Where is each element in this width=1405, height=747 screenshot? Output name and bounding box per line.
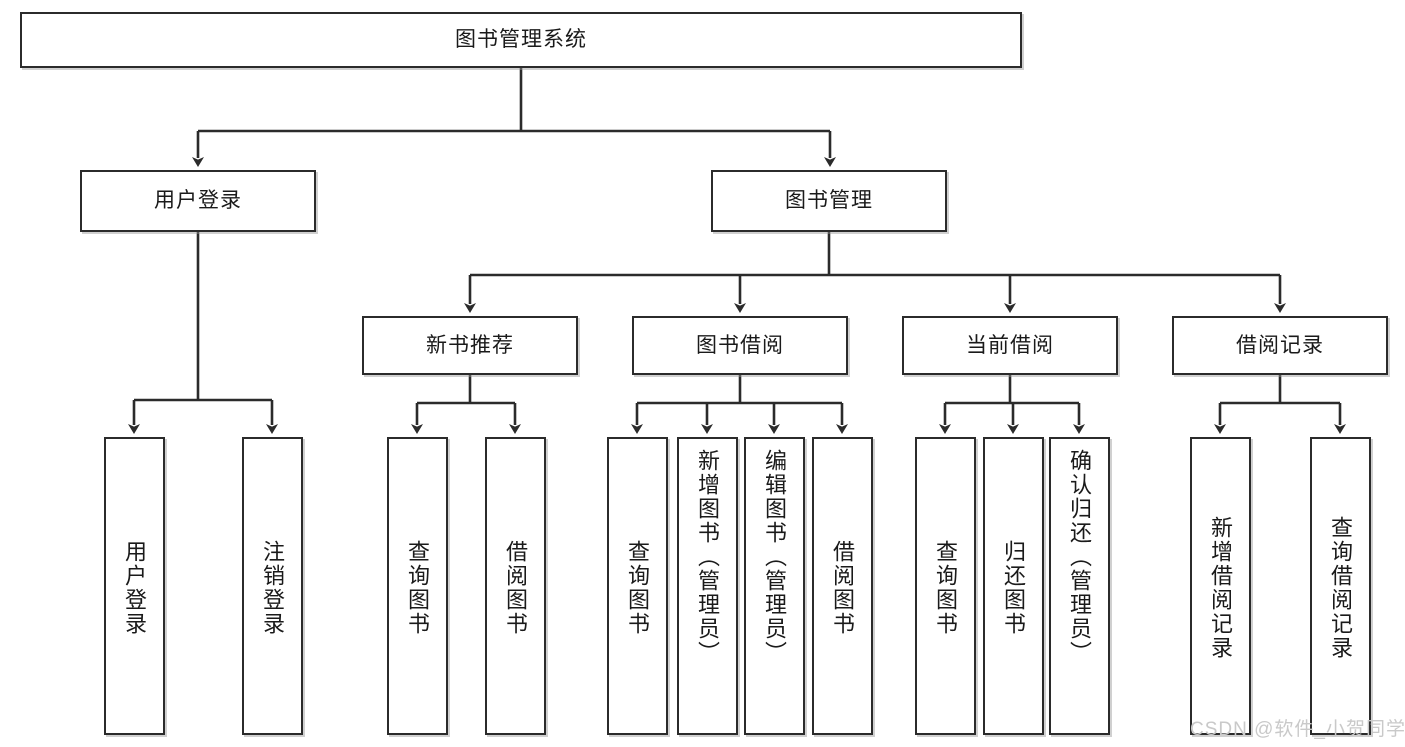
- leaf-confirm-return[interactable]: 确认归还（管理员）: [1049, 437, 1110, 735]
- leaf-logout[interactable]: 注销登录: [242, 437, 303, 735]
- node-book-manage-label: 图书管理: [785, 189, 873, 213]
- leaf-add-borrow-record[interactable]: 新增借阅记录: [1190, 437, 1251, 735]
- leaf-edit-book-label: 编辑图书（管理员）: [762, 449, 788, 665]
- leaf-query-book-3-label: 查询图书: [933, 540, 959, 636]
- node-book-manage[interactable]: 图书管理: [711, 170, 947, 232]
- leaf-add-book[interactable]: 新增图书（管理员）: [677, 437, 738, 735]
- node-current-borrow-label: 当前借阅: [966, 333, 1054, 357]
- leaf-query-book-3[interactable]: 查询图书: [915, 437, 976, 735]
- leaf-return-book-label: 归还图书: [1001, 540, 1027, 636]
- leaf-user-login[interactable]: 用户登录: [104, 437, 165, 735]
- leaf-user-login-label: 用户登录: [122, 540, 148, 636]
- node-borrow-record[interactable]: 借阅记录: [1172, 316, 1388, 375]
- node-user-login[interactable]: 用户登录: [80, 170, 316, 232]
- leaf-borrow-book-1[interactable]: 借阅图书: [485, 437, 546, 735]
- leaf-logout-label: 注销登录: [260, 540, 286, 636]
- leaf-borrow-book-2[interactable]: 借阅图书: [812, 437, 873, 735]
- node-root-label: 图书管理系统: [455, 28, 587, 52]
- csdn-watermark: CSDN @软件_小贺同学: [1190, 719, 1405, 740]
- node-current-borrow[interactable]: 当前借阅: [902, 316, 1118, 375]
- leaf-borrow-book-1-label: 借阅图书: [503, 540, 529, 636]
- leaf-add-borrow-record-label: 新增借阅记录: [1208, 516, 1234, 660]
- leaf-query-book-1[interactable]: 查询图书: [387, 437, 448, 735]
- leaf-edit-book[interactable]: 编辑图书（管理员）: [744, 437, 805, 735]
- leaf-add-book-label: 新增图书（管理员）: [695, 449, 721, 665]
- node-book-borrow[interactable]: 图书借阅: [632, 316, 848, 375]
- leaf-confirm-return-label: 确认归还（管理员）: [1067, 449, 1093, 665]
- leaf-query-book-1-label: 查询图书: [405, 540, 431, 636]
- leaf-query-borrow-record-label: 查询借阅记录: [1328, 516, 1354, 660]
- leaf-query-book-2[interactable]: 查询图书: [607, 437, 668, 735]
- leaf-return-book[interactable]: 归还图书: [983, 437, 1044, 735]
- node-borrow-record-label: 借阅记录: [1236, 333, 1324, 357]
- node-new-book-recommend[interactable]: 新书推荐: [362, 316, 578, 375]
- node-new-book-recommend-label: 新书推荐: [426, 333, 514, 357]
- leaf-query-borrow-record[interactable]: 查询借阅记录: [1310, 437, 1371, 735]
- leaf-query-book-2-label: 查询图书: [625, 540, 651, 636]
- node-user-login-label: 用户登录: [154, 189, 242, 213]
- node-root[interactable]: 图书管理系统: [20, 12, 1022, 68]
- leaf-borrow-book-2-label: 借阅图书: [830, 540, 856, 636]
- node-book-borrow-label: 图书借阅: [696, 333, 784, 357]
